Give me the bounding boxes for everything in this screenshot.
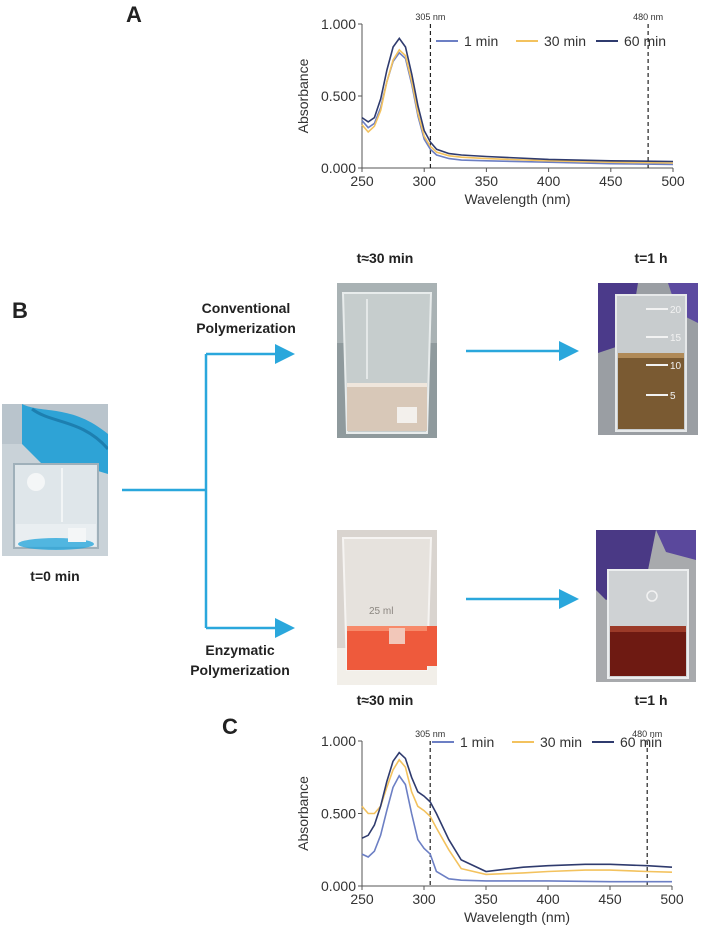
chart-a-x-tick-label-0: 250 [350,173,374,189]
chart-c-x-tick-label-0: 250 [350,891,374,907]
chart-a-series-line-1 [361,48,674,164]
chart-c-x-tick-label-5: 500 [660,891,684,907]
chart-a-y-axis-label: Absorbance [295,58,311,133]
chart-c-x-tick-label-1: 300 [412,891,436,907]
chart-c-y-tick-label-2: 1.000 [321,733,356,749]
beaker-mark-20: 20 [670,305,682,316]
chart-a-y-tick-label-2: 1.000 [321,16,356,32]
chart-a-x-tick-label-5: 500 [661,173,685,189]
chart-a-annotation-label-0: 305 nm [415,12,445,22]
time-label-conventional-end: t=1 h [634,250,668,266]
time-label-conventional-mid: t≈30 min [356,250,414,266]
photo-beaker-conventional-end: 20 15 10 5 [598,283,698,435]
chart-c-series-line-2 [361,751,673,873]
beaker-mark-5: 5 [670,391,676,402]
enzymatic-polymerization-label: Enzymatic Polymerization [180,640,300,680]
chart-c-annotation-label-0: 305 nm [415,729,445,739]
chart-a-legend-label-1: 30 min [544,33,586,49]
conventional-label-line-2: Polymerization [196,320,296,336]
time-label-enzymatic-mid: t≈30 min [356,692,414,708]
chart-c-x-tick-label-3: 400 [536,891,560,907]
chart-c-y-tick-label-0: 0.000 [321,878,356,894]
chart-c-y-tick-label-1: 0.500 [321,806,356,822]
chart-a-y-tick-label-0: 0.000 [321,160,356,176]
chart-a-series-line-2 [361,37,674,163]
photo-beaker-conventional-mid [337,283,437,438]
panel-letter-b: B [12,298,28,323]
chart-a-x-axis-label: Wavelength (nm) [464,191,570,207]
conventional-polymerization-label: Conventional Polymerization [186,298,306,338]
chart-a-annotation-label-1: 480 nm [633,12,663,22]
chart-c-x-axis-label: Wavelength (nm) [464,909,570,925]
chart-c-legend-label-1: 30 min [540,734,582,750]
enzymatic-label-line-1: Enzymatic [205,642,275,658]
chart-a-svg: 250 300 350 400 450 500 0.000 0.500 1.000Wavelen… [295,12,685,207]
chart-a-x-tick-label-4: 450 [599,173,623,189]
photo-beaker-enzymatic-end [596,530,696,682]
chart-c-legend-label-2: 60 min [620,734,662,750]
beaker-mark-10: 10 [670,361,682,372]
chart-a-y-tick-label-1: 0.500 [321,88,356,104]
enzymatic-label-line-2: Polymerization [190,662,290,678]
panel-letter-a: A [126,2,142,27]
panel-letter-c: C [222,714,238,739]
chart-c-annotation-label-1: 480 nm [632,729,662,739]
photo-beaker-start [2,404,108,556]
beaker-mark-15: 15 [670,333,682,344]
chart-c-x-tick-label-4: 450 [598,891,622,907]
chart-c-legend-label-0: 1 min [460,734,494,750]
chart-a-x-tick-label-2: 350 [475,173,499,189]
chart-c-y-axis-label: Absorbance [295,776,311,851]
chart-c-x-tick-label-2: 350 [474,891,498,907]
conventional-label-line-1: Conventional [201,300,291,316]
time-label-enzymatic-end: t=1 h [634,692,668,708]
photo-beaker-enzymatic-mid: 25 ml [337,530,437,685]
time-label-start: t=0 min [30,568,80,584]
chart-c-svg: 250 300 350 400 450 500 0.000 0.500 1.000Wavelen… [295,729,684,925]
beaker-mark-25ml: 25 ml [369,606,393,617]
chart-a-x-tick-label-1: 300 [413,173,437,189]
chart-a-x-tick-label-3: 400 [537,173,561,189]
chart-a-legend-label-2: 60 min [624,33,666,49]
chart-a-legend-label-0: 1 min [464,33,498,49]
chart-c-series-line-0 [361,774,672,883]
